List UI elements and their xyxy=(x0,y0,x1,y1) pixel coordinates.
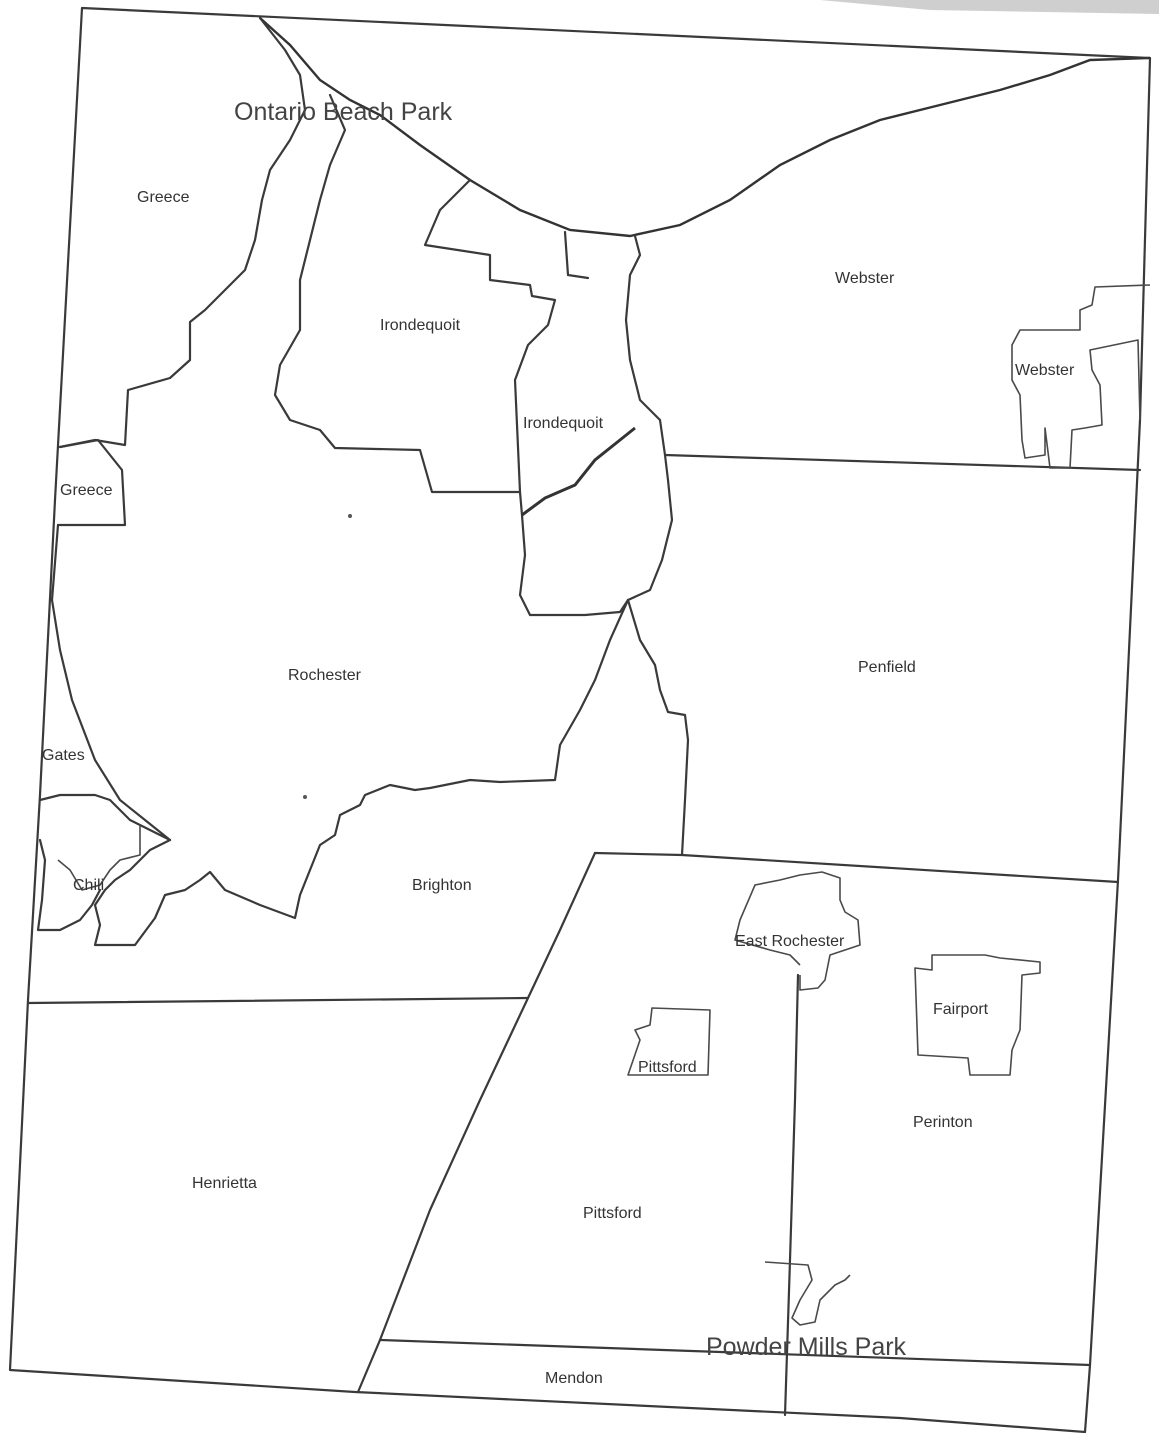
chili-small-boundary xyxy=(57,825,141,891)
label-powder-mills-park: Powder Mills Park xyxy=(706,1333,907,1361)
label-greece-south: Greece xyxy=(60,482,113,499)
gates-chili-boundary xyxy=(36,838,102,932)
label-gates: Gates xyxy=(42,747,85,764)
genesee-river-east-bank xyxy=(273,93,522,494)
map-outer-frame xyxy=(8,6,1152,1433)
east-rochester-boundary xyxy=(734,871,861,991)
pittsford-village-boundary xyxy=(627,1007,711,1076)
greece-south-boundary xyxy=(56,438,127,527)
label-henrietta: Henrietta xyxy=(192,1175,257,1192)
scan-speck xyxy=(303,795,307,799)
irondequoit-east-boundary xyxy=(518,234,674,617)
irondequoit-boundary xyxy=(423,178,557,494)
label-webster-village: Webster xyxy=(1015,362,1075,379)
pittsford-west-boundary xyxy=(356,851,597,1394)
label-east-rochester: East Rochester xyxy=(735,933,845,950)
label-ontario-beach-park: Ontario Beach Park xyxy=(234,98,453,126)
brighton-henrietta-boundary xyxy=(26,996,530,1005)
irondequoit-notch xyxy=(563,230,590,280)
label-mendon: Mendon xyxy=(545,1370,603,1387)
rochester-brighton-boundary xyxy=(93,598,630,947)
label-perinton: Perinton xyxy=(913,1114,973,1131)
webster-village-boundary xyxy=(1011,284,1151,469)
label-chili: Chili xyxy=(73,877,104,894)
label-fairport: Fairport xyxy=(933,1001,989,1018)
irondequoit-creek xyxy=(521,426,636,517)
rochester-west-boundary xyxy=(38,523,172,842)
lake-shoreline xyxy=(259,17,1151,238)
fairport-boundary xyxy=(914,954,1041,1076)
penfield-south-boundary xyxy=(593,851,1120,884)
scan-speck xyxy=(348,514,352,518)
penfield-west-boundary xyxy=(626,598,690,857)
label-irondequoit-west: Irondequoit xyxy=(380,317,461,334)
label-irondequoit-east: Irondequoit xyxy=(523,415,604,432)
label-penfield: Penfield xyxy=(858,659,916,676)
pittsford-perinton-boundary xyxy=(783,973,800,1417)
mendon-north-boundary xyxy=(378,1338,1092,1367)
header-fragment xyxy=(820,0,1159,14)
powder-mills-boundary xyxy=(764,1261,851,1326)
label-rochester: Rochester xyxy=(288,667,362,684)
label-webster-town: Webster xyxy=(835,270,895,287)
label-pittsford-town: Pittsford xyxy=(583,1205,642,1222)
label-brighton: Brighton xyxy=(412,877,472,894)
genesee-river-west-bank xyxy=(58,16,307,449)
label-greece-north: Greece xyxy=(137,189,190,206)
label-pittsford-village: Pittsford xyxy=(638,1059,697,1076)
